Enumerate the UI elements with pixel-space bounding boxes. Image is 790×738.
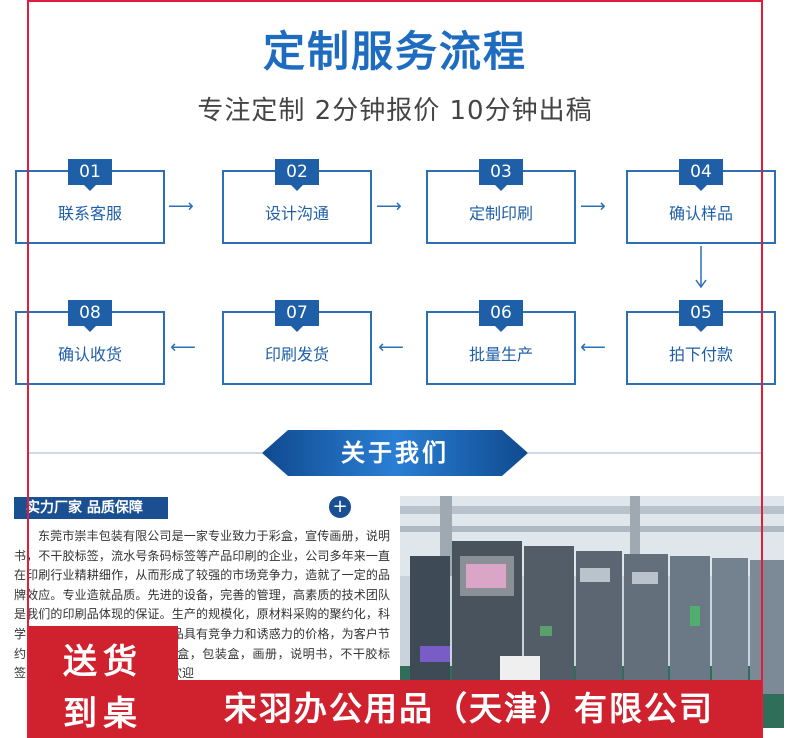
step-number: 01 [68, 159, 112, 185]
company-banner: 宋羽办公用品（天津）有限公司 [176, 680, 762, 738]
step-number: 06 [479, 300, 523, 326]
step-label: 联系客服 [57, 204, 122, 223]
step-label: 设计沟通 [264, 204, 329, 223]
divider-line [528, 452, 762, 454]
step-card-03: 03 定制印刷 [426, 159, 576, 244]
step-number: 05 [679, 300, 723, 326]
step-label: 批量生产 [468, 345, 533, 364]
arrow-right-icon: ⟶ [168, 196, 194, 217]
step-label: 确认收货 [57, 345, 122, 364]
page-subtitle: 专注定制 2分钟报价 10分钟出稿 [197, 96, 593, 126]
arrow-left-icon: ⟵ [378, 337, 404, 358]
company-name: 宋羽办公用品（天津）有限公司 [224, 689, 714, 728]
step-label: 拍下付款 [668, 345, 733, 364]
promo-badge: 送货 到桌 [28, 626, 178, 738]
divider-line [28, 452, 262, 454]
step-card-08: 08 确认收货 [15, 300, 165, 385]
step-label: 确认样品 [668, 204, 733, 223]
page-title: 定制服务流程 [262, 27, 527, 76]
step-number: 07 [275, 300, 319, 326]
promo-line-1: 送货 [63, 642, 143, 682]
step-card-05: 05 拍下付款 [626, 300, 776, 385]
step-number: 08 [68, 300, 112, 326]
step-number: 04 [679, 159, 723, 185]
step-label: 定制印刷 [468, 204, 533, 223]
step-number: 02 [275, 159, 319, 185]
about-title: 关于我们 [341, 439, 449, 467]
banner-shape [262, 430, 528, 476]
step-card-01: 01 联系客服 [15, 159, 165, 244]
arrow-down-icon [695, 246, 707, 289]
strength-tag: 实力厂家 品质保障 [14, 497, 168, 519]
expand-plus-button[interactable]: + [329, 496, 351, 518]
step-card-07: 07 印刷发货 [222, 300, 372, 385]
step-label: 印刷发货 [264, 345, 329, 364]
step-card-04: 04 确认样品 [626, 159, 776, 244]
step-card-06: 06 批量生产 [426, 300, 576, 385]
step-number: 03 [479, 159, 523, 185]
arrow-left-icon: ⟵ [170, 337, 196, 358]
arrow-right-icon: ⟶ [376, 196, 402, 217]
about-banner: 关于我们 [262, 430, 528, 476]
promo-line-2: 到桌 [63, 694, 143, 734]
arrow-right-icon: ⟶ [580, 196, 606, 217]
arrow-left-icon: ⟵ [580, 337, 606, 358]
step-card-02: 02 设计沟通 [222, 159, 372, 244]
